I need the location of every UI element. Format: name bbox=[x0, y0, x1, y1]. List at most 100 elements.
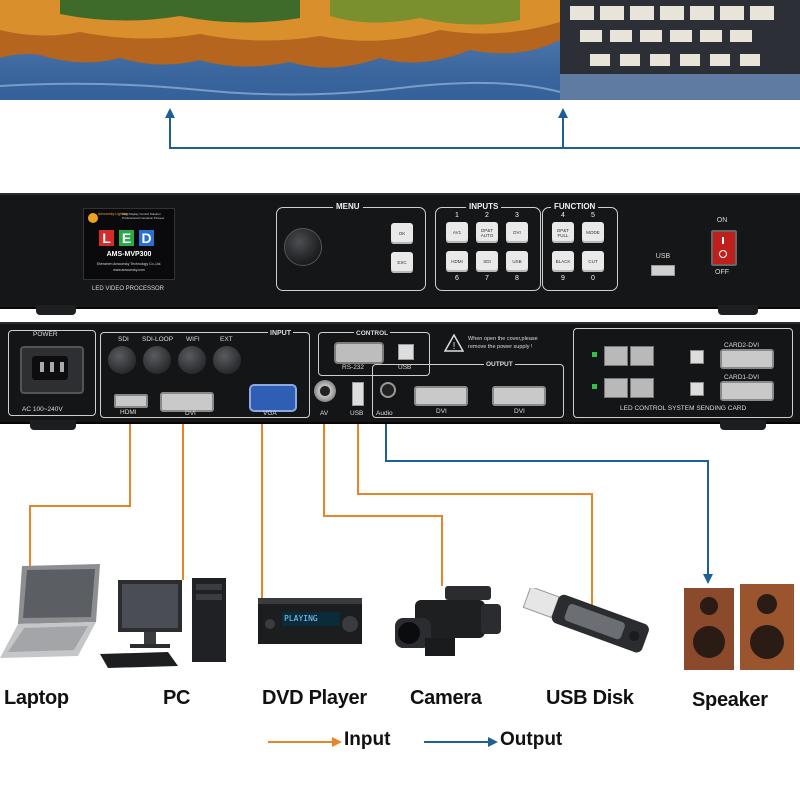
led-screen-image bbox=[0, 0, 800, 108]
input-key-8-num: 8 bbox=[515, 275, 519, 282]
card2-rj45-b[interactable] bbox=[630, 346, 654, 366]
func-key-black[interactable]: BLACK bbox=[552, 251, 574, 272]
input-key-dvi[interactable]: DVI bbox=[506, 222, 528, 243]
ext-label: EXT bbox=[220, 336, 233, 343]
device-label-laptop: Laptop bbox=[4, 687, 69, 709]
card1-dvi[interactable] bbox=[720, 381, 774, 401]
func-key-dpt-full[interactable]: DP&T FULL bbox=[552, 222, 574, 243]
input-title: INPUT bbox=[268, 330, 293, 337]
av-label: AV bbox=[320, 410, 329, 417]
av-port[interactable] bbox=[314, 380, 336, 402]
input-line-usb bbox=[357, 404, 593, 612]
output-section bbox=[372, 364, 564, 418]
device-label-usb-disk: USB Disk bbox=[546, 687, 634, 709]
audio-port[interactable] bbox=[380, 382, 396, 398]
menu-title: MENU bbox=[333, 202, 363, 211]
func-key-4-num: 4 bbox=[561, 212, 565, 219]
camera-icon bbox=[395, 580, 505, 675]
input-key-hdmi[interactable]: HDMI bbox=[446, 251, 468, 272]
front-usb-label: USB bbox=[655, 253, 671, 260]
input-key-7-num: 7 bbox=[485, 275, 489, 282]
rs232-port[interactable] bbox=[334, 342, 384, 364]
input-line-camera bbox=[323, 394, 443, 586]
led-letter-e: E bbox=[119, 230, 134, 246]
sdi-loop-port[interactable] bbox=[143, 346, 171, 374]
legend-input: Input bbox=[344, 729, 391, 750]
sending-card-section bbox=[573, 328, 793, 418]
card2-rj45-a[interactable] bbox=[604, 346, 628, 366]
ext-port[interactable] bbox=[213, 346, 241, 374]
card2-dvi[interactable] bbox=[720, 349, 774, 369]
sdi-port[interactable] bbox=[108, 346, 136, 374]
dvd-player-icon bbox=[258, 598, 364, 653]
pc-icon bbox=[100, 572, 235, 677]
sdi-label: SDI bbox=[118, 336, 129, 343]
output-line-screen bbox=[169, 116, 800, 149]
sending-card-title: LED CONTROL SYSTEM SENDING CARD bbox=[620, 405, 747, 412]
device-label-dvd: DVD Player bbox=[262, 687, 367, 709]
menu-knob[interactable] bbox=[284, 228, 322, 266]
input-key-6-num: 6 bbox=[455, 275, 459, 282]
front-usb-port[interactable] bbox=[651, 265, 675, 276]
vga-port[interactable] bbox=[249, 384, 297, 412]
input-key-1-num: 1 bbox=[455, 212, 459, 219]
dvd-display-text: PLAYING bbox=[284, 614, 318, 623]
dvi-output-label-1: DVI bbox=[436, 408, 447, 415]
esc-button[interactable]: ESC bbox=[391, 252, 413, 273]
input-line-laptop bbox=[29, 404, 131, 566]
control-title: CONTROL bbox=[354, 330, 391, 337]
front-foot-left bbox=[36, 305, 76, 315]
control-usb-port[interactable] bbox=[398, 344, 414, 360]
card1-led bbox=[592, 384, 597, 389]
lcd-display: Amoonsky Lighting LED Display Control So… bbox=[83, 208, 175, 280]
card1-rj45-b[interactable] bbox=[630, 378, 654, 398]
input-section bbox=[100, 332, 310, 418]
brand-line2: LED Display Control Solution Professiona… bbox=[122, 212, 165, 220]
ok-button[interactable]: OK bbox=[391, 223, 413, 244]
power-switch[interactable] bbox=[711, 230, 737, 266]
input-key-usb[interactable]: USB bbox=[506, 251, 528, 272]
input-key-3-num: 3 bbox=[515, 212, 519, 219]
power-on-label: ON bbox=[716, 217, 728, 224]
dvi-output-port-1[interactable] bbox=[414, 386, 468, 406]
input-key-dpt-auto[interactable]: DP&T AUTO bbox=[476, 222, 498, 243]
power-section bbox=[8, 330, 96, 416]
brand-line1: Amoonsky Lighting bbox=[98, 212, 128, 216]
func-key-5-num: 5 bbox=[591, 212, 595, 219]
function-title: FUNCTION bbox=[551, 202, 599, 211]
dvi-output-port-2[interactable] bbox=[492, 386, 546, 406]
front-foot-right bbox=[718, 305, 758, 315]
legend-output: Output bbox=[500, 729, 563, 750]
power-rating: AC 100~240V bbox=[22, 406, 63, 413]
input-key-2-num: 2 bbox=[485, 212, 489, 219]
dvi-input-port[interactable] bbox=[160, 392, 214, 412]
power-title: POWER bbox=[33, 331, 58, 338]
card1-rj45-a[interactable] bbox=[604, 378, 628, 398]
warning-line2: remove the power supply ! bbox=[468, 344, 533, 350]
device-label-speaker: Speaker bbox=[692, 689, 768, 711]
usb-input-port[interactable] bbox=[352, 382, 364, 406]
func-key-cut[interactable]: CUT bbox=[582, 251, 604, 272]
inputs-title: INPUTS bbox=[466, 202, 502, 211]
func-key-mode[interactable]: MODE bbox=[582, 222, 604, 243]
card2-label: CARD2-DVI bbox=[724, 342, 760, 349]
card1-label: CARD1-DVI bbox=[724, 374, 760, 381]
wifi-port[interactable] bbox=[178, 346, 206, 374]
legend-arrows bbox=[268, 737, 498, 747]
input-key-sdi[interactable]: SDI bbox=[476, 251, 498, 272]
warning-icon: ! bbox=[443, 333, 465, 357]
audio-label: Audio bbox=[376, 410, 393, 417]
input-key-av1[interactable]: AV1 bbox=[446, 222, 468, 243]
device-label-pc: PC bbox=[163, 687, 191, 709]
vga-label: VGA bbox=[263, 410, 277, 417]
power-inlet[interactable] bbox=[20, 346, 84, 394]
usb-disk-icon bbox=[516, 585, 656, 673]
warning-line1: When open the cover,please bbox=[468, 336, 538, 342]
svg-text:!: ! bbox=[453, 341, 456, 352]
brand-logo-icon bbox=[88, 213, 98, 223]
hdmi-port[interactable] bbox=[114, 394, 148, 408]
website: www.amoonsky.com bbox=[113, 268, 145, 272]
power-off-label: OFF bbox=[715, 269, 729, 276]
card2-usb[interactable] bbox=[690, 350, 704, 364]
card1-usb[interactable] bbox=[690, 382, 704, 396]
